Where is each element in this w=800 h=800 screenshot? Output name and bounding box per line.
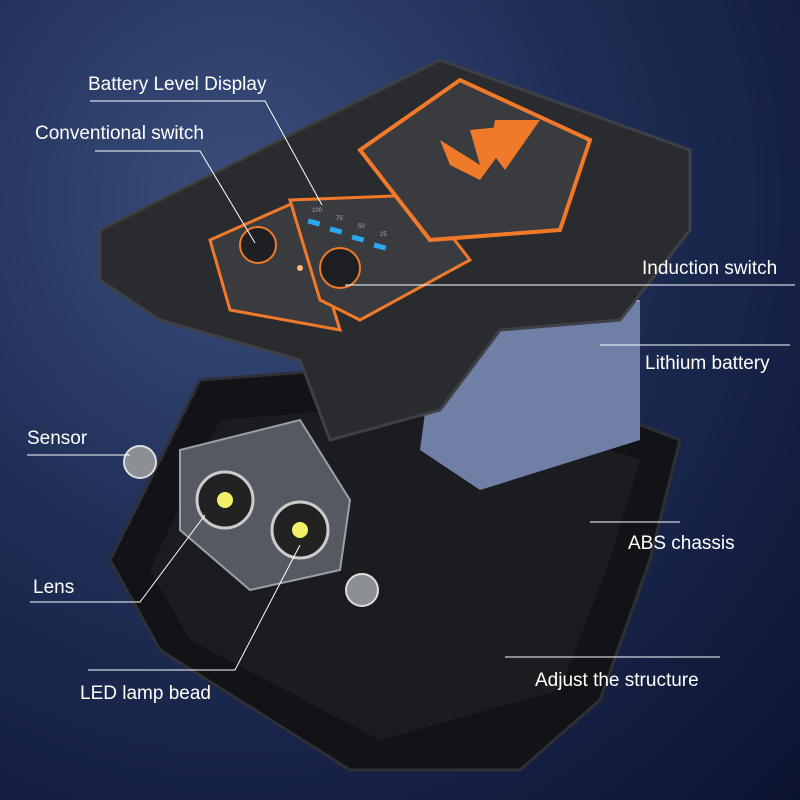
label-led-lamp-bead: LED lamp bead (80, 683, 211, 704)
indicator-25: 25 (380, 232, 387, 238)
indicator-100: 100 (312, 208, 323, 214)
label-adjust-structure: Adjust the structure (535, 670, 699, 691)
label-conventional-switch: Conventional switch (35, 123, 204, 144)
label-lens: Lens (33, 577, 75, 598)
indicator-50: 50 (358, 224, 365, 230)
label-battery-level-display: Battery Level Display (88, 74, 267, 95)
indicator-75: 75 (336, 216, 343, 222)
battery-indicator: 100 75 50 25 (307, 208, 387, 251)
label-lithium-battery: Lithium battery (645, 353, 770, 374)
conventional-switch (239, 226, 277, 264)
label-sensor: Sensor (27, 428, 88, 449)
leader-lines (27, 100, 795, 671)
label-abs-chassis: ABS chassis (628, 533, 735, 554)
sensor (123, 445, 157, 479)
induction-switch (319, 247, 361, 289)
label-induction-switch: Induction switch (642, 258, 778, 279)
